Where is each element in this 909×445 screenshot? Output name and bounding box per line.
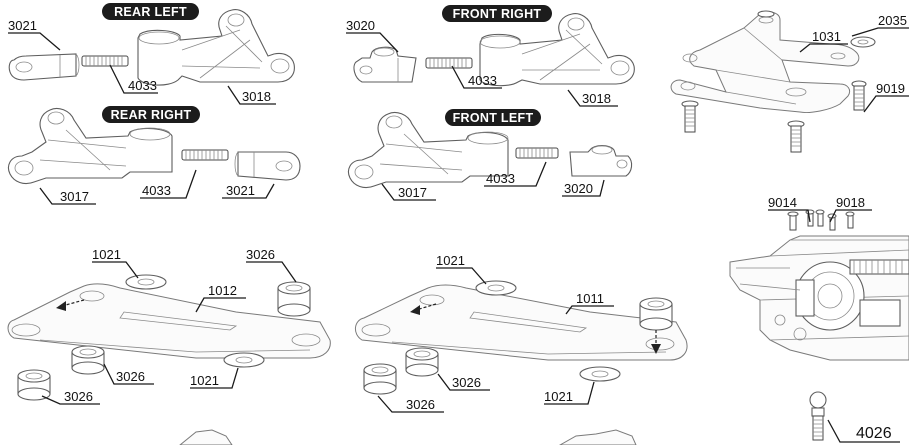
rod-end-3020-front-right — [353, 46, 417, 83]
label-1021: 1021 — [92, 247, 121, 262]
section-label-front-left: FRONT LEFT — [445, 109, 541, 126]
suspension-arm-3018-front — [479, 13, 635, 87]
label-3026: 3026 — [64, 389, 93, 404]
screw-9019-b — [681, 100, 699, 133]
svg-text:FRONT LEFT: FRONT LEFT — [453, 111, 534, 125]
partial-part-bottom-center — [558, 429, 637, 445]
chassis-assembly-detail — [729, 235, 909, 361]
label-4026: 4026 — [856, 425, 892, 442]
bushing-3026-e — [405, 347, 439, 377]
direction-arrow-1011-down — [651, 330, 661, 354]
ball-stud-4026 — [809, 391, 827, 441]
label-3018: 3018 — [242, 89, 271, 104]
chassis-plate-1031 — [670, 11, 860, 113]
screw-9014 — [787, 211, 799, 231]
screw-9018-group — [805, 209, 855, 231]
svg-text:REAR LEFT: REAR LEFT — [114, 5, 187, 19]
svg-text:REAR RIGHT: REAR RIGHT — [111, 108, 192, 122]
label-4033: 4033 — [142, 183, 171, 198]
suspension-plate-1012 — [7, 283, 331, 359]
bushing-3026-a — [277, 281, 311, 317]
bushing-3026-c — [17, 369, 51, 401]
direction-arrow-1012 — [56, 299, 85, 311]
label-3021: 3021 — [8, 18, 37, 33]
label-3017: 3017 — [60, 189, 89, 204]
label-9014: 9014 — [768, 195, 797, 210]
threaded-stud-4033-rear-left — [81, 55, 129, 67]
suspension-plate-1011 — [355, 284, 688, 361]
label-3018: 3018 — [582, 91, 611, 106]
suspension-arm-3017 — [7, 107, 173, 185]
bushing-3026-d — [639, 297, 673, 331]
bushing-3026-b — [71, 345, 105, 375]
label-3026: 3026 — [246, 247, 275, 262]
label-1031: 1031 — [812, 29, 841, 44]
washer-1021-a — [125, 274, 167, 290]
label-4033: 4033 — [468, 73, 497, 88]
screw-9019-c — [787, 120, 805, 153]
label-4033: 4033 — [486, 171, 515, 186]
threaded-stud-4033-front-left — [515, 147, 559, 159]
label-3020: 3020 — [346, 18, 375, 33]
screw-9019-a — [851, 80, 867, 111]
section-label-front-right: FRONT RIGHT — [442, 5, 552, 22]
section-label-rear-left: REAR LEFT — [102, 3, 199, 20]
rod-end-3021-rear-right — [234, 151, 301, 181]
threaded-stud-4033-front-right — [425, 57, 473, 69]
part-number-labels: 3021 4033 3018 3017 4033 3021 3020 4033 … — [8, 13, 907, 442]
section-label-rear-right: REAR RIGHT — [102, 106, 200, 123]
label-1021: 1021 — [544, 389, 573, 404]
svg-text:FRONT RIGHT: FRONT RIGHT — [453, 7, 542, 21]
label-1021: 1021 — [190, 373, 219, 388]
suspension-arm-3017-front — [347, 111, 509, 189]
label-3026: 3026 — [116, 369, 145, 384]
threaded-stud-4033-rear-right — [181, 149, 229, 161]
bushing-3026-f — [363, 363, 397, 395]
label-2035: 2035 — [878, 13, 907, 28]
washer-1021-d — [579, 366, 621, 382]
label-1012: 1012 — [208, 283, 237, 298]
rod-end-3021-rear-left — [8, 53, 80, 81]
leader-lines — [8, 27, 909, 443]
washer-2035 — [850, 36, 876, 48]
label-3021: 3021 — [226, 183, 255, 198]
partial-part-bottom-left — [179, 429, 233, 445]
rod-end-3020-front-left — [569, 144, 633, 177]
label-4033: 4033 — [128, 78, 157, 93]
label-9018: 9018 — [836, 195, 865, 210]
washer-1021-c — [475, 280, 517, 296]
label-1021: 1021 — [436, 253, 465, 268]
washer-1021-b — [223, 352, 265, 368]
label-3017: 3017 — [398, 185, 427, 200]
suspension-arm-3018 — [137, 9, 295, 86]
direction-arrow-1011-left — [410, 303, 437, 315]
label-9019: 9019 — [876, 81, 905, 96]
label-3026: 3026 — [452, 375, 481, 390]
label-1011: 1011 — [576, 291, 604, 306]
washer-top-small — [757, 10, 775, 18]
label-3026: 3026 — [406, 397, 435, 412]
label-3020: 3020 — [564, 181, 593, 196]
